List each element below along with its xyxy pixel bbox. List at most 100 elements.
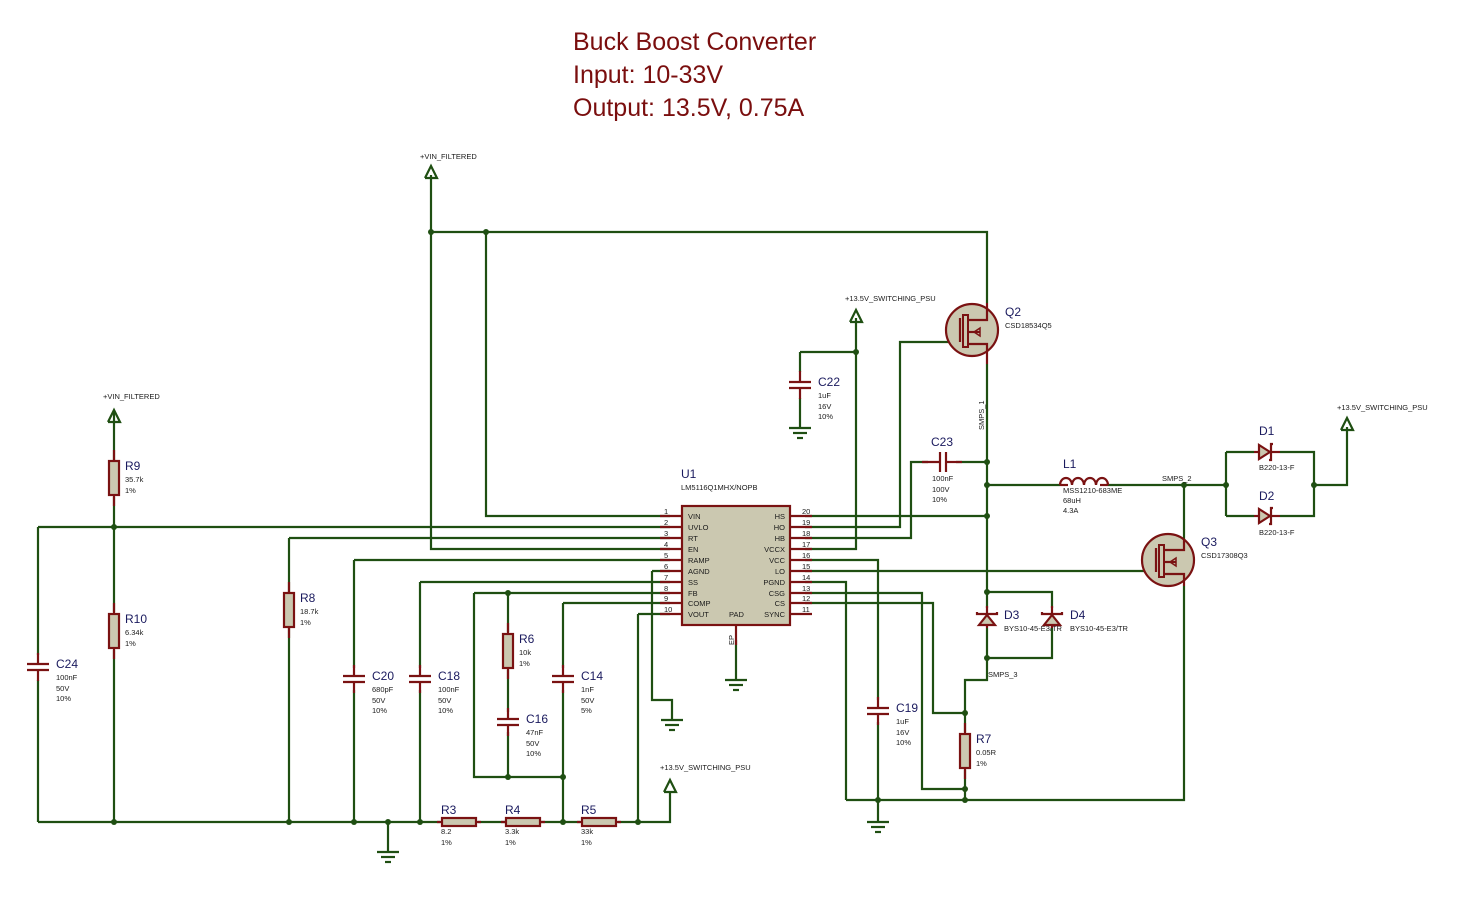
component-value: 0.05R	[976, 748, 997, 757]
component-ref: R8	[300, 591, 316, 605]
power-port-vin-left[interactable]: +VIN_FILTERED	[103, 392, 160, 424]
junction	[560, 774, 566, 780]
junction	[635, 819, 641, 825]
mosfet-q2[interactable]: Q2 CSD18534Q5	[944, 302, 1052, 364]
component-ref: D1	[1259, 424, 1275, 438]
mosfet-q3[interactable]: Q3 CSD17308Q3	[1140, 532, 1248, 588]
component-voltage: 16V	[896, 728, 909, 737]
inductor-l1[interactable]: L1 MSS1210-683ME 68uH 4.3A	[1058, 457, 1122, 515]
wire-hb-c23	[805, 460, 928, 540]
ground-icon	[789, 426, 811, 440]
power-port-out-c22[interactable]: +13.5V_SWITCHING_PSU	[845, 294, 936, 324]
diode-d3[interactable]: D3 BYS10-45-E3/TR	[975, 606, 1063, 633]
wire-vin-en	[429, 175, 670, 551]
ic-pin-number: 4	[664, 540, 668, 549]
component-voltage: 100V	[932, 485, 950, 494]
ic-pin-name: LO	[775, 567, 785, 576]
junction	[505, 774, 511, 780]
power-port-label: +13.5V_SWITCHING_PSU	[845, 294, 936, 303]
junctions	[111, 229, 1317, 825]
component-ref: Q2	[1005, 305, 1021, 319]
net-label-smps1: SMPS_1	[977, 400, 986, 430]
power-port-label: +VIN_FILTERED	[103, 392, 160, 401]
component-voltage: 50V	[56, 684, 69, 693]
diode-d1[interactable]: D1 B220-13-F	[1254, 424, 1295, 472]
component-ref: Q3	[1201, 535, 1217, 549]
power-port-vin-top[interactable]: +VIN_FILTERED	[420, 152, 477, 180]
junction	[417, 819, 423, 825]
ic-pin-number: 12	[802, 594, 810, 603]
component-tolerance: 1%	[300, 618, 311, 627]
wire-fb-loop	[472, 593, 563, 779]
mosfet-icon	[944, 302, 1000, 358]
resistors: R935.7k1%R106.34k1%R818.7k1%R610k1%R70.0…	[107, 450, 997, 847]
power-port-out-right[interactable]: +13.5V_SWITCHING_PSU	[1337, 403, 1428, 432]
component-tolerance: 10%	[372, 706, 387, 715]
junction	[111, 819, 117, 825]
ic-pin-number: 19	[802, 518, 810, 527]
component-tolerance: 1%	[581, 838, 592, 847]
ic-pin-name: HS	[775, 512, 785, 521]
title-line-output: Output: 13.5V, 0.75A	[573, 94, 805, 122]
ground-icon	[661, 718, 683, 732]
diode-icon	[976, 613, 998, 627]
diode-d2[interactable]: D2 B220-13-F	[1254, 489, 1295, 537]
component-part: CSD17308Q3	[1201, 551, 1248, 560]
component-ref: C22	[818, 375, 840, 389]
wires	[36, 175, 1349, 852]
component-ref: C20	[372, 669, 394, 683]
diode-d4[interactable]: D4 BYS10-45-E3/TR	[1040, 606, 1129, 633]
power-port-label: +VIN_FILTERED	[420, 152, 477, 161]
component-tolerance: 1%	[519, 659, 530, 668]
junction	[1311, 482, 1317, 488]
ic-pin-number: 14	[802, 573, 810, 582]
component-current: 4.3A	[1063, 506, 1078, 515]
component-value: 47nF	[526, 728, 544, 737]
ic-pin-number: 11	[802, 605, 810, 614]
wire-vin-rail	[431, 230, 989, 303]
resistor-r3[interactable]: R38.21%	[437, 803, 481, 847]
component-ref: R4	[505, 803, 521, 817]
component-value: 6.34k	[125, 628, 144, 637]
resistor-icon	[282, 591, 296, 629]
junction	[483, 229, 489, 235]
resistor-r4[interactable]: R43.3k1%	[501, 803, 545, 847]
junction	[385, 819, 391, 825]
ic-pin-name: SYNC	[764, 610, 785, 619]
junction	[560, 819, 566, 825]
power-port-out-bottom[interactable]: +13.5V_SWITCHING_PSU	[660, 763, 751, 794]
diode-icon	[1041, 613, 1063, 627]
junction	[428, 229, 434, 235]
component-tolerance: 1%	[976, 759, 987, 768]
component-tolerance: 1%	[125, 639, 136, 648]
power-arrow-icon	[107, 407, 122, 424]
ic-pin-number: 17	[802, 540, 810, 549]
capacitor-c23[interactable]: C23 100nF 100V 10%	[922, 435, 962, 504]
component-value: 100nF	[438, 685, 460, 694]
ic-pin-name: CSG	[769, 589, 785, 598]
ground-icon	[377, 850, 399, 864]
component-tolerance: 5%	[581, 706, 592, 715]
wire-vcc-c19	[805, 558, 880, 700]
net-label-smps3: SMPS_3	[988, 670, 1018, 679]
wire-csg	[805, 591, 965, 791]
resistor-icon	[107, 459, 121, 497]
junction	[984, 459, 990, 465]
resistor-icon	[107, 612, 121, 650]
ic-u1[interactable]: U1 LM5116Q1MHX/NOPB PAD EP 1VIN2UVLO3RT4…	[660, 467, 812, 645]
component-part: LM5116Q1MHX/NOPB	[681, 483, 758, 492]
component-ref: C24	[56, 657, 78, 671]
